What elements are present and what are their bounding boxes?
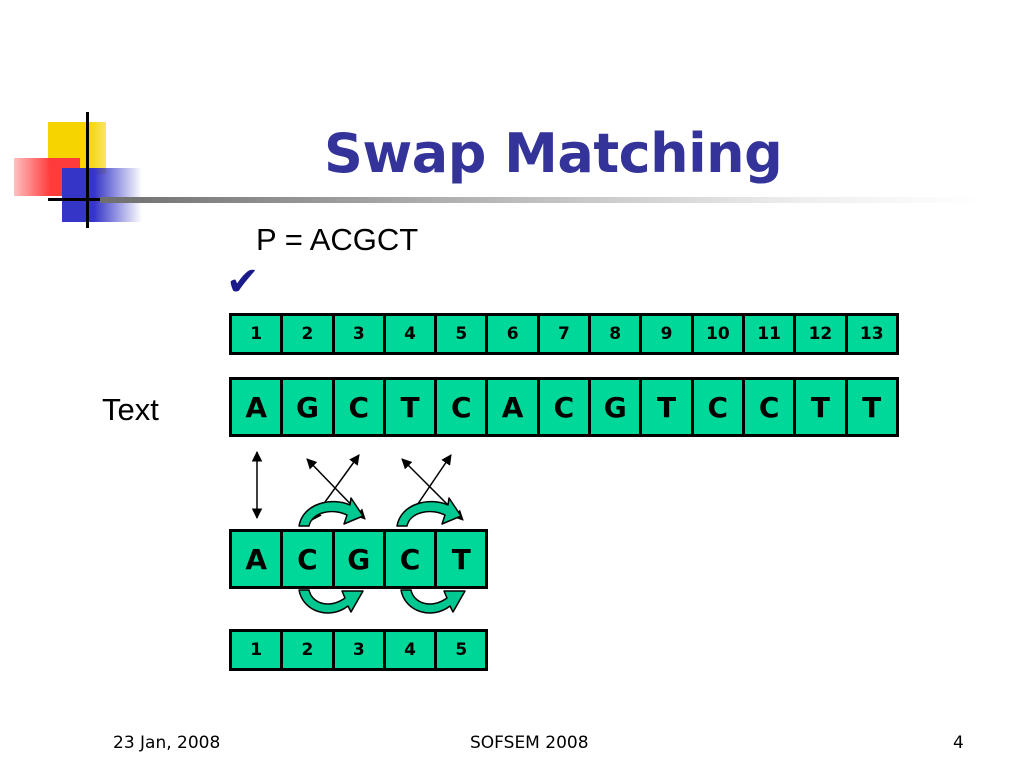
swap-arrow-2 <box>306 458 366 520</box>
text-letter-cell: T <box>385 380 435 434</box>
pattern-index-row: 1 2 3 4 5 <box>229 629 489 671</box>
title-rule <box>100 197 980 203</box>
check-mark-icon: ✔ <box>226 259 260 305</box>
swap-arrow-4 <box>401 458 464 521</box>
text-letter-cell: C <box>693 380 742 434</box>
curved-swap-arrow-top-1 <box>298 497 364 527</box>
text-index-cell: 13 <box>847 316 896 352</box>
text-index-cell: 10 <box>693 316 742 352</box>
text-letter-cell: A <box>488 380 537 434</box>
text-index-cell: 8 <box>591 316 640 352</box>
text-letter-cell: A <box>232 380 281 434</box>
footer-conference: SOFSEM 2008 <box>470 733 589 753</box>
text-letter-row: A G C T C A C G T C C T T <box>229 377 899 437</box>
text-index-cell: 6 <box>488 316 537 352</box>
text-index-cell: 5 <box>437 316 486 352</box>
pattern-index-cell: 3 <box>334 632 383 668</box>
pattern-index-cell: 2 <box>283 632 332 668</box>
pattern-label: P = ACGCT <box>256 222 419 257</box>
text-index-cell: 12 <box>796 316 845 352</box>
text-letter-cell: G <box>283 380 332 434</box>
curved-swap-arrow-top-2 <box>396 497 462 527</box>
swap-arrow-5 <box>406 454 452 521</box>
curved-swap-arrow-bottom-2 <box>400 589 466 614</box>
text-letter-cell: C <box>744 380 794 434</box>
text-letter-cell: T <box>847 380 896 434</box>
text-letter-cell: C <box>539 380 589 434</box>
pattern-index-cell: 5 <box>437 632 486 668</box>
pattern-index-cell: 4 <box>385 632 435 668</box>
text-index-cell: 4 <box>385 316 435 352</box>
text-letter-cell: T <box>642 380 691 434</box>
logo-blue-square <box>62 168 142 222</box>
pattern-letter-cell: T <box>437 532 486 586</box>
logo-vertical-line <box>86 112 89 228</box>
logo-horizontal-line <box>48 198 108 201</box>
slide-title: Swap Matching <box>324 122 783 185</box>
text-letter-cell: T <box>796 380 845 434</box>
curved-swap-arrow-bottom-1 <box>298 589 364 614</box>
text-index-cell: 2 <box>283 316 332 352</box>
footer-page-number: 4 <box>953 733 964 753</box>
text-label: Text <box>102 392 159 427</box>
pattern-letter-row: A C G C T <box>229 529 489 589</box>
text-index-cell: 3 <box>334 316 383 352</box>
pattern-letter-cell: C <box>385 532 435 586</box>
pattern-index-cell: 1 <box>232 632 281 668</box>
footer-date: 23 Jan, 2008 <box>113 733 221 753</box>
text-index-cell: 1 <box>232 316 281 352</box>
pattern-letter-cell: C <box>283 532 332 586</box>
text-letter-cell: C <box>334 380 383 434</box>
text-letter-cell: G <box>591 380 640 434</box>
text-index-cell: 11 <box>744 316 794 352</box>
pattern-letter-cell: A <box>232 532 281 586</box>
pattern-letter-cell: G <box>334 532 383 586</box>
text-index-cell: 7 <box>539 316 589 352</box>
text-index-cell: 9 <box>642 316 691 352</box>
text-letter-cell: C <box>437 380 486 434</box>
swap-arrow-3 <box>311 454 360 521</box>
text-index-row: 1 2 3 4 5 6 7 8 9 10 11 12 13 <box>229 313 899 355</box>
